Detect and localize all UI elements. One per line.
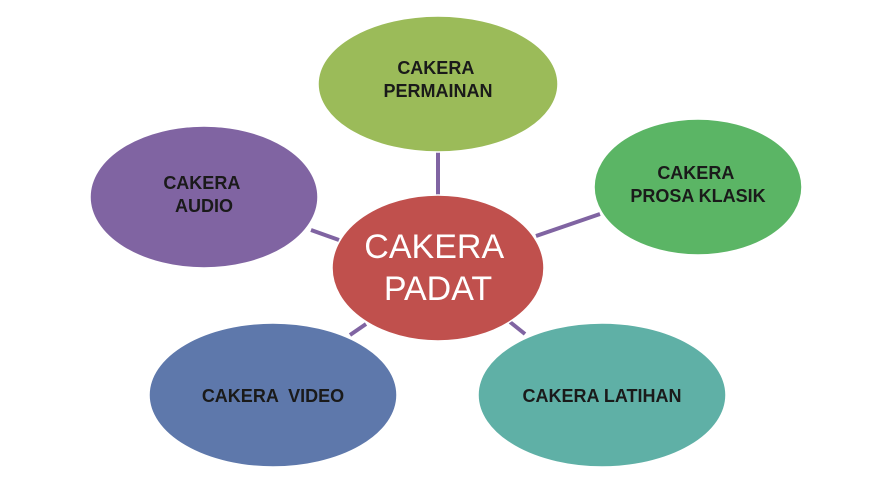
node-cakera-prosa-klasik: CAKERA PROSA KLASIK (593, 118, 803, 256)
connector-prosa (535, 212, 601, 238)
node-cakera-audio: CAKERA AUDIO (89, 125, 319, 269)
svg-text:CAKERA PADAT: CAKERA PADAT (364, 228, 511, 308)
svg-text:CAKERA PROSA KLASIK: CAKERA PROSA KLASIK (630, 163, 765, 206)
node-video-shape (148, 322, 398, 468)
node-prosa-label-line1: CAKERA (657, 163, 734, 183)
center-label-line1: CAKERA (364, 228, 504, 266)
node-permainan-shape (317, 15, 559, 153)
node-audio-label-line2: AUDIO (175, 196, 233, 216)
node-cakera-permainan: CAKERA PERMAINAN (317, 15, 559, 153)
svg-text:CAKERA VIDEO: CAKERA VIDEO (202, 386, 344, 406)
node-audio-shape (89, 125, 319, 269)
svg-text:CAKERA AUDIO: CAKERA AUDIO (163, 173, 244, 216)
connector-video (348, 322, 368, 337)
node-video-label-line1: CAKERA VIDEO (202, 386, 344, 406)
node-cakera-video: CAKERA VIDEO (148, 322, 398, 468)
node-latihan-shape (477, 322, 727, 468)
center-node-shape (331, 194, 545, 342)
connector-latihan (508, 320, 527, 336)
node-cakera-latihan: CAKERA LATIHAN (477, 322, 727, 468)
connector-audio (310, 228, 340, 242)
center-label-line2: PADAT (384, 270, 492, 308)
svg-text:CAKERA PERMAINAN: CAKERA PERMAINAN (383, 58, 492, 101)
node-prosa-shape (593, 118, 803, 256)
connectors (310, 152, 601, 337)
node-permainan-label-line1: CAKERA (397, 58, 474, 78)
node-latihan-label-line1: CAKERA LATIHAN (523, 386, 682, 406)
node-prosa-label-line2: PROSA KLASIK (630, 186, 765, 206)
node-permainan-label-line2: PERMAINAN (383, 81, 492, 101)
node-cakera-padat-center: CAKERA PADAT (331, 194, 545, 342)
node-audio-label-line1: CAKERA (163, 173, 240, 193)
svg-text:CAKERA LATIHAN: CAKERA LATIHAN (523, 386, 682, 406)
